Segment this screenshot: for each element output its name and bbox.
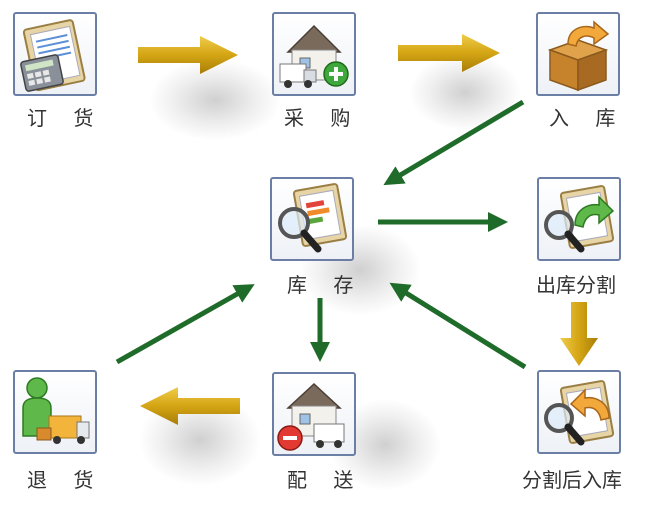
arrow-split-inbound-to-inventory [389,282,527,370]
arrow-order-to-purchase [138,36,238,74]
arrow-purchase-to-inbound [398,34,500,72]
arrow-delivery-to-return [140,387,240,425]
split-inbound-icon[interactable] [537,370,621,454]
arrow-outbound-split-to-split-inbound [560,302,598,366]
outbound-split-icon[interactable] [537,177,621,261]
return-icon[interactable] [13,370,97,454]
node-delivery-label: 配 送 [287,468,364,492]
node-inventory-label: 库 存 [287,273,364,297]
inventory-icon[interactable] [270,177,354,261]
node-split-inbound-label: 分割后入库 [522,468,622,492]
purchase-icon[interactable] [272,12,356,96]
node-inbound-label: 入 库 [549,106,626,130]
node-order-label: 订 货 [27,106,104,130]
node-purchase-label: 采 购 [284,106,361,130]
inbound-icon[interactable] [536,12,620,96]
order-icon[interactable] [13,12,97,96]
node-return-label: 退 货 [27,468,104,492]
arrow-inbound-to-inventory [383,99,525,186]
node-outbound-split-label: 出库分割 [536,273,616,297]
arrow-return-to-inventory [115,284,255,365]
delivery-icon[interactable] [272,372,356,456]
